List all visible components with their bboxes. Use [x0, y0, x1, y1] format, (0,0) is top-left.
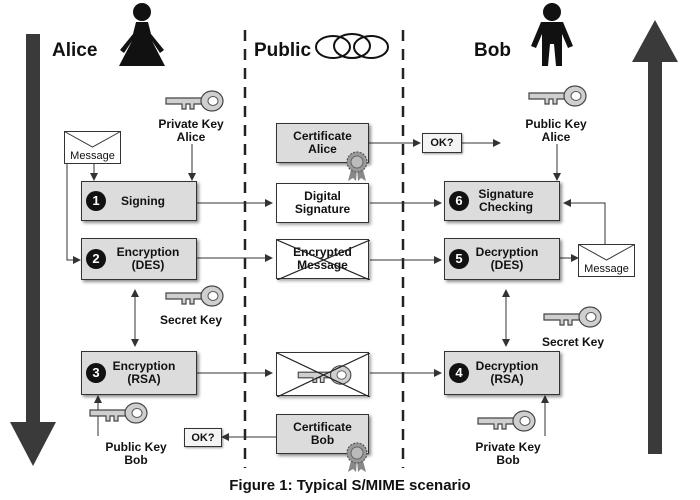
alice-header: Alice — [52, 40, 98, 61]
encrypted-key-box — [276, 352, 370, 397]
certificate-bob-seal-icon — [346, 442, 368, 472]
private-key-bob-label: Private Key Bob — [475, 440, 541, 467]
step1-number: 1 — [86, 191, 106, 211]
message-alice-label: Message — [70, 150, 115, 162]
certificate-bob-label: Certificate Bob — [293, 420, 352, 447]
step1-signing-box: 1 Signing — [81, 181, 197, 221]
step6-number: 6 — [449, 191, 469, 211]
step4-number: 4 — [449, 363, 469, 383]
step3-encryption-rsa-box: 3 Encryption (RSA) — [81, 351, 197, 395]
message-bob-label: Message — [584, 263, 629, 275]
private-key-alice-label: Private Key Alice — [158, 117, 224, 144]
step2-encryption-des-box: 2 Encryption (DES) — [81, 238, 197, 280]
alice-flow-arrow — [10, 34, 56, 466]
step5-number: 5 — [449, 249, 469, 269]
cloud-icon — [315, 33, 389, 59]
step6-label: Signature Checking — [478, 187, 534, 214]
digital-signature-box: Digital Signature — [276, 183, 369, 223]
step1-label: Signing — [121, 193, 165, 208]
step6-signature-checking-box: 6 Signature Checking — [444, 181, 560, 221]
step2-number: 2 — [86, 249, 106, 269]
step3-number: 3 — [86, 363, 106, 383]
ok-check-alice-box: OK? — [184, 428, 222, 447]
secret-key-bob-label: Secret Key — [541, 335, 605, 349]
encrypted-message-box: Encrypted Message — [276, 239, 370, 280]
public-key-bob-key-icon — [89, 402, 148, 424]
secret-key-alice-key-icon — [165, 285, 224, 307]
public-key-alice-key-icon — [528, 85, 587, 107]
step3-label: Encryption (RSA) — [112, 359, 176, 386]
secret-key-bob-key-icon — [543, 306, 602, 328]
public-header: Public — [254, 40, 312, 61]
ok-check-bob-box: OK? — [422, 133, 462, 153]
public-key-bob-label: Public Key Bob — [105, 440, 167, 467]
certificate-alice-seal-icon — [346, 151, 368, 181]
message-bob-envelope-icon: Message — [578, 244, 635, 277]
alice-person-icon — [119, 3, 165, 66]
bob-flow-arrow — [632, 20, 678, 454]
step5-label: Decryption (DES) — [475, 245, 539, 272]
public-key-alice-label: Public Key Alice — [525, 117, 587, 144]
private-key-alice-key-icon — [165, 90, 224, 112]
encrypted-key-cross-icon — [277, 353, 370, 397]
bob-person-icon — [531, 3, 573, 66]
bob-header: Bob — [474, 40, 511, 61]
step4-label: Decryption (RSA) — [475, 359, 539, 386]
encrypted-message-cross-icon — [277, 240, 370, 280]
step2-label: Encryption (DES) — [116, 245, 180, 272]
encrypted-message-label: Encrypted Message — [293, 245, 352, 272]
figure-caption: Figure 1: Typical S/MIME scenario — [229, 477, 471, 494]
step5-decryption-des-box: 5 Decryption (DES) — [444, 238, 560, 280]
certificate-alice-label: Certificate Alice — [293, 129, 352, 156]
private-key-bob-key-icon — [477, 410, 536, 432]
message-alice-envelope-icon: Message — [64, 131, 121, 164]
digital-signature-label: Digital Signature — [294, 189, 351, 216]
secret-key-alice-label: Secret Key — [159, 313, 223, 327]
step4-decryption-rsa-box: 4 Decryption (RSA) — [444, 351, 560, 395]
